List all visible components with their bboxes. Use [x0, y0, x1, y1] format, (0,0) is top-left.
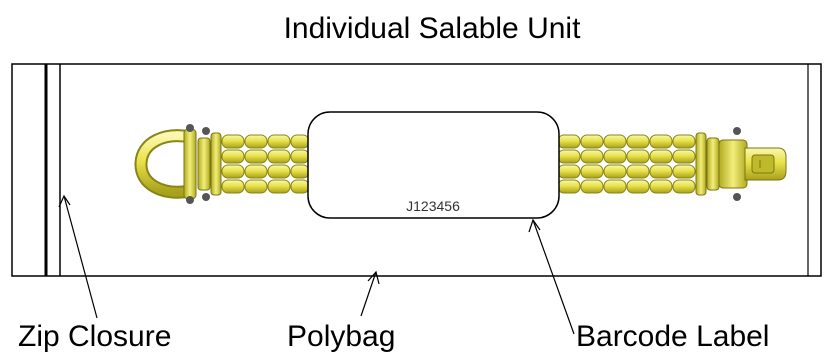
- polybag-label: Polybag: [287, 320, 395, 353]
- right-end-cap: [695, 127, 741, 201]
- zip-closure-arrow: [58, 194, 98, 319]
- left-chain-links: [221, 134, 310, 194]
- shackle-clasp-icon: [134, 124, 197, 204]
- barcode-label: J123456: [307, 111, 560, 219]
- barcode-label-text: J123456: [406, 198, 460, 214]
- box-clasp-icon: [718, 139, 787, 189]
- zip-closure-label: Zip Closure: [18, 320, 171, 353]
- diagram-title: Individual Salable Unit: [284, 12, 582, 45]
- zip-closure: [44, 64, 61, 276]
- polybag-arrow: [360, 270, 380, 317]
- barcode-label-callout: Barcode Label: [576, 320, 769, 353]
- right-chain-links: [557, 134, 696, 194]
- barcode-label-arrow: [528, 218, 575, 335]
- left-end-cap: [197, 127, 222, 201]
- bracelet-icon: [134, 124, 787, 204]
